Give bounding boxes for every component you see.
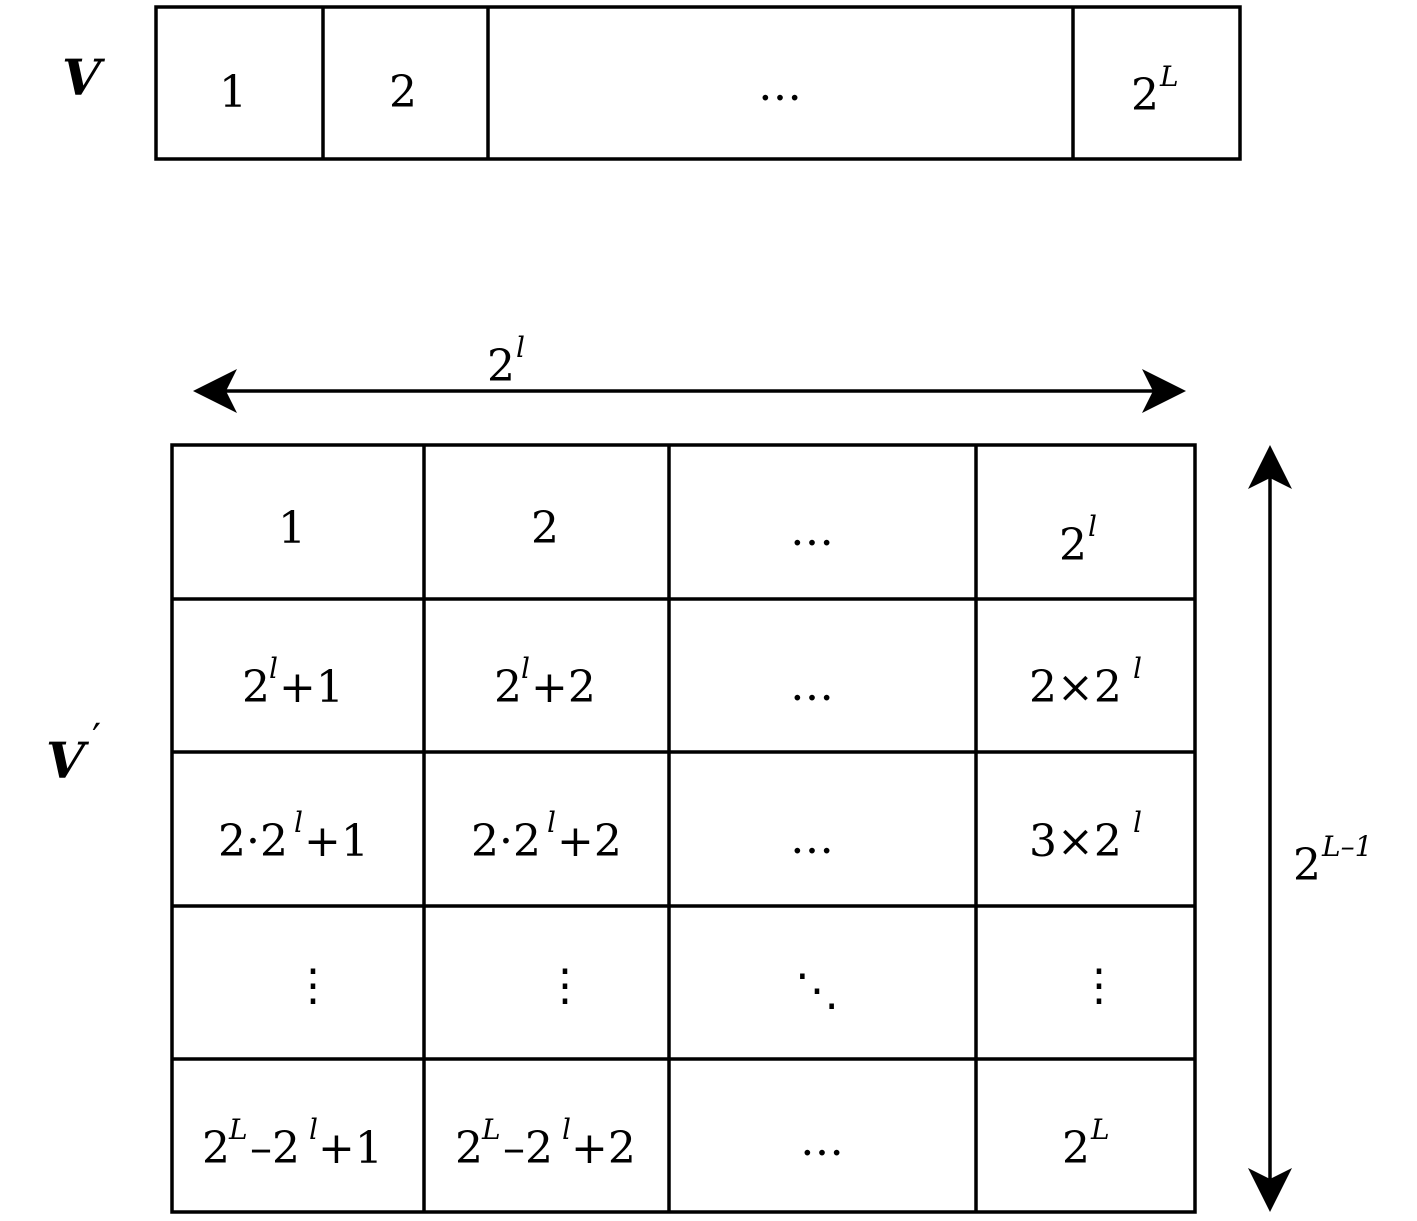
matrix-cell-r5-c4: 2 L [1062,1113,1110,1174]
height-arrow-bottom-head [1248,1168,1292,1212]
matrix-cell-r3-c2-sup: l [547,806,556,839]
matrix-cell-r2-c2-base: 2 [494,662,522,713]
matrix-cell-r5-c2-tail2: +2 [571,1123,636,1174]
matrix-cell-r5-c2: 2 L –2 l +2 [455,1113,636,1174]
matrix-label-letter: V [46,731,90,790]
matrix-cell-r5-c1-tail2: +1 [318,1123,383,1174]
matrix-cell-r2-c1: 2 l +1 [242,652,344,713]
matrix-label-prime: ′ [92,716,101,762]
matrix-cell-r5-c4-sup: L [1090,1113,1110,1146]
matrix-cell-r4-c3: ⋱ [795,965,839,1016]
matrix-cell-r3-c1-base: 2·2 [218,816,288,867]
vector-outline [154,5,1242,161]
matrix-cell-r2-c4-base: 2×2 [1029,662,1122,713]
matrix-cell-r1-c2: 2 [531,503,559,554]
vector-label: V [62,48,106,107]
matrix-cell-r2-c3: … [790,660,834,711]
matrix-cell-r5-c2-sup2: l [562,1113,571,1146]
width-dimension-sup: l [516,331,525,364]
width-dimension: 2 l [193,331,1186,413]
matrix-cell-r5-c2-base: 2 [455,1123,483,1174]
vector-cell-ellipsis-text: … [758,60,802,111]
vector-cell-last: 2 L [1131,60,1179,121]
height-arrow-top-head [1248,445,1292,489]
matrix-cell-r5-c1-sup2: l [309,1113,318,1146]
matrix-cell-r1-c4: 2 l [1059,510,1097,571]
matrix-cell-r3-c4-sup: l [1133,806,1142,839]
vector-cell-2: 2 [389,67,417,118]
matrix-cell-r3-c4-base: 3×2 [1029,816,1122,867]
matrix-cell-r5-c3: … [800,1115,844,1166]
matrix-cell-r4-c1: ⋮ [291,960,335,1011]
vector-cell-1-text: 1 [219,67,247,118]
matrix-cell-r3-c1: 2·2 l +1 [218,806,369,867]
matrix-cell-r5-c1: 2 L –2 l +1 [202,1113,383,1174]
matrix-cell-r2-c2-tail: +2 [531,662,596,713]
matrix-cell-r3-c1-sup: l [294,806,303,839]
vector-cell-last-sup: L [1159,60,1179,93]
matrix-cell-r2-c1-tail: +1 [279,662,344,713]
matrix-cell-r4-c4: ⋮ [1077,960,1121,1011]
height-dimension: 2 L–1 [1248,445,1372,1212]
matrix-cell-r5-c2-tail: –2 [503,1123,553,1174]
matrix-grid [170,443,1197,1214]
matrix-label: V ′ [46,716,101,790]
height-dimension-base: 2 [1293,840,1321,891]
vector-cell-1: 1 [219,67,247,118]
matrix-cell-r1-c1: 1 [278,503,306,554]
matrix-cell-r2-c2-sup: l [521,652,530,685]
matrix-cell-r5-c1-base: 2 [202,1123,230,1174]
matrix-cell-r3-c1-tail: +1 [304,816,369,867]
matrix-cell-r5-c1-sup: L [228,1113,248,1146]
matrix-cell-r5-c2-sup: L [481,1113,501,1146]
width-arrow-right-head [1142,369,1186,413]
matrix-outline [170,443,1197,1214]
matrix-cell-r4-c2: ⋮ [543,960,587,1011]
width-dimension-base: 2 [487,341,515,392]
matrix-cell-r2-c1-sup: l [269,652,278,685]
vector-cell-ellipsis: … [758,60,802,111]
matrix-cell-r3-c2-tail: +2 [557,816,622,867]
matrix-cell-r1-c3: … [790,505,834,556]
matrix-cell-r3-c2: 2·2 l +2 [471,806,622,867]
matrix-cell-r3-c3: … [790,813,834,864]
matrix-cell-r2-c2: 2 l +2 [494,652,596,713]
matrix-cell-r1-c4-base: 2 [1059,520,1087,571]
width-arrow-left-head [193,369,237,413]
height-dimension-sup: L–1 [1321,830,1372,863]
matrix-cell-r5-c1-tail: –2 [250,1123,300,1174]
matrix-cell-r2-c1-base: 2 [242,662,270,713]
matrix-cell-r3-c4: 3×2 l [1029,806,1142,867]
matrix-cell-r5-c4-base: 2 [1062,1123,1090,1174]
matrix-cell-r2-c4: 2×2 l [1029,652,1142,713]
vector-cell-last-base: 2 [1131,70,1159,121]
matrix-cell-r2-c4-sup: l [1133,652,1142,685]
matrix-cell-r3-c2-base: 2·2 [471,816,541,867]
vector-cell-2-text: 2 [389,67,417,118]
matrix-cell-r1-c4-sup: l [1088,510,1097,543]
vector-grid [154,5,1242,161]
